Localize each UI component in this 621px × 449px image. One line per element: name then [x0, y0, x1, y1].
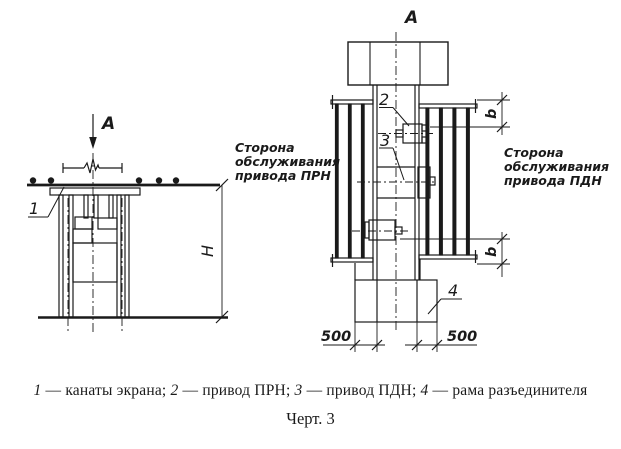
leader-part-4 — [427, 298, 462, 315]
dim-b-top — [430, 92, 510, 135]
figure-caption: Черт. 3 — [286, 409, 335, 428]
part-label-3: 3 — [380, 131, 390, 150]
screen-cables — [27, 177, 220, 187]
dim-500-right-label: 500 — [447, 329, 477, 345]
legend-dash: — — [302, 382, 327, 399]
base-frame — [354, 259, 438, 323]
part-label-4: 4 — [448, 281, 458, 300]
legend-label-4: рама разъединителя — [452, 382, 588, 399]
axis-lines-left-view — [67, 153, 123, 333]
drive-prn — [378, 123, 433, 144]
mechanism-boxes — [72, 216, 118, 283]
legend-num-1: 1 — [33, 382, 42, 399]
side-text-pdn: Сторона обслуживания привода ПДН — [504, 145, 609, 188]
side-text-prn-line2: обслуживания — [235, 154, 340, 169]
dim-b-bottom — [400, 232, 510, 277]
legend-dash: — — [178, 382, 203, 399]
legend-label-3: привод ПДН — [326, 382, 412, 399]
break-line — [62, 158, 123, 174]
legend-item: 3 — привод ПДН; — [295, 382, 421, 399]
legend-separator: ; — [411, 382, 421, 399]
dim-500-left-label: 500 — [321, 329, 351, 345]
view-arrow-label: А — [100, 114, 115, 134]
side-text-prn-line3: привода ПРН — [235, 168, 331, 183]
central-column — [372, 85, 420, 280]
side-text-pdn-line3: привода ПДН — [504, 173, 602, 188]
leader-part-3 — [379, 147, 405, 181]
head-block — [347, 41, 449, 86]
legend-item: 4 — рама разъединителя — [421, 382, 588, 399]
part-label-1: 1 — [29, 199, 39, 218]
legend-num-3: 3 — [294, 382, 303, 399]
technical-drawing: А А 1 Н 2 3 4 b b 500 500 Сторона обслуж… — [27, 8, 609, 352]
legend-separator: ; — [285, 382, 295, 399]
dim-b-bottom-label: b — [484, 247, 500, 257]
top-plate — [49, 187, 141, 196]
dim-h — [215, 178, 229, 324]
legend-dash: — — [41, 382, 66, 399]
leader-part-1 — [28, 186, 65, 218]
side-text-pdn-line1: Сторона — [504, 145, 564, 160]
side-text-prn-line1: Сторона — [235, 140, 295, 155]
drive-pdn — [352, 219, 410, 241]
side-text-pdn-line2: обслуживания — [504, 159, 609, 174]
view-direction-arrow — [89, 114, 97, 149]
legend-item: 2 — привод ПРН; — [171, 382, 295, 399]
dim-b-top-label: b — [484, 109, 500, 119]
legend-dash: — — [428, 382, 453, 399]
legend-separator: ; — [161, 382, 171, 399]
right-view — [323, 32, 510, 352]
dim-500 — [323, 322, 477, 352]
legend: 1 — канаты экрана; 2 — привод ПРН; 3 — п… — [0, 382, 621, 400]
legend-item: 1 — канаты экрана; — [34, 382, 171, 399]
legend-num-4: 4 — [420, 382, 429, 399]
legend-label-1: канаты экрана — [65, 382, 162, 399]
dim-h-label: Н — [198, 245, 217, 257]
support-legs — [58, 194, 130, 318]
left-view — [27, 114, 229, 333]
legend-label-2: привод ПРН — [202, 382, 286, 399]
right-screen — [418, 99, 478, 263]
left-screen — [330, 95, 374, 267]
leader-part-2 — [379, 107, 410, 127]
side-text-prn: Сторона обслуживания привода ПРН — [235, 140, 340, 183]
legend-num-2: 2 — [170, 382, 179, 399]
part-label-2: 2 — [379, 90, 389, 109]
right-view-title: А — [403, 8, 418, 28]
middle-cross-member — [357, 166, 437, 199]
